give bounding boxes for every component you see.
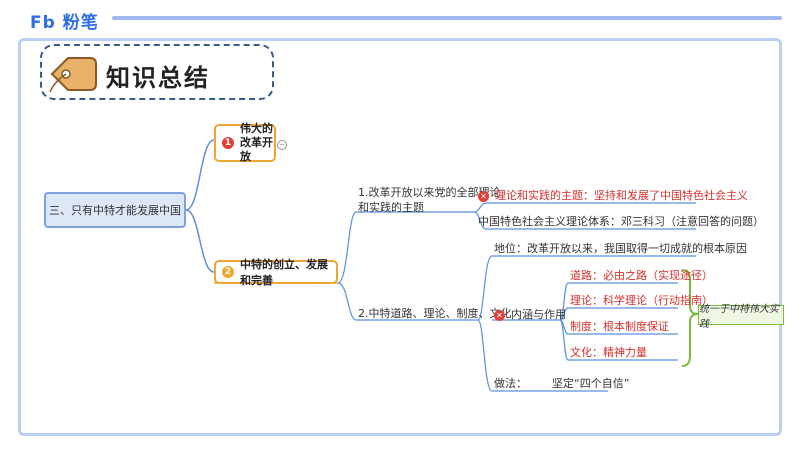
branch-reform-opening: 1 伟大的 改革开放 xyxy=(214,122,276,163)
branch-socialism-development: 2 中特的创立、发展和完善 xyxy=(214,258,338,287)
summary-callout: 统一于中特伟大实践 xyxy=(698,304,784,330)
page-title: 知识总结 xyxy=(106,64,210,92)
root-label: 三、只有中特才能发展中国 xyxy=(49,204,181,217)
tag-icon xyxy=(49,57,97,93)
subtopic-theme: 1.改革开放以来党的全部理论 和实践的主题 xyxy=(358,186,501,214)
theme-item-1-text: 理论和实践的主题：坚持和发展了中国特色社会主义 xyxy=(495,189,748,202)
number-badge: 2 xyxy=(222,266,234,278)
theme-item-1: ✕ 理论和实践的主题：坚持和发展了中国特色社会主义 xyxy=(478,188,748,203)
content-item-system: 制度：根本制度保证 xyxy=(570,320,669,333)
summary-text: 统一于中特伟大实践 xyxy=(699,304,779,330)
number-badge: 1 xyxy=(222,137,234,149)
content-function-label: ✕ 内涵与作用 xyxy=(494,307,566,322)
position-item: 地位：改革开放以来，我国取得一切成就的根本原因 xyxy=(494,242,747,255)
brand-logo: Fb 粉笔 xyxy=(30,13,99,33)
content-function-text: 内涵与作用 xyxy=(511,308,566,321)
method-label: 做法： xyxy=(494,377,527,390)
branch1-label: 伟大的 改革开放 xyxy=(240,122,273,163)
mindmap-root: 三、只有中特才能发展中国 xyxy=(44,192,186,228)
collapse-toggle-icon[interactable]: − xyxy=(277,140,287,150)
theme-item-2: 中国特色社会主义理论体系：邓三科习（注意回答的问题） xyxy=(478,215,764,228)
content-item-theory: 理论：科学理论（行动指南） xyxy=(570,294,713,307)
content-item-culture: 文化：精神力量 xyxy=(570,346,647,359)
method-item: 做法： 坚定“四个自信” xyxy=(494,376,629,391)
subtopic-path-theory: 2.中特道路、理论、制度、文化 xyxy=(358,307,512,320)
branch2-label: 中特的创立、发展和完善 xyxy=(240,258,328,287)
header-bar xyxy=(112,16,782,20)
content-frame xyxy=(18,38,782,436)
marker-icon: ✕ xyxy=(478,190,489,202)
marker-icon: ✕ xyxy=(494,309,505,321)
method-value: 坚定“四个自信” xyxy=(552,377,630,390)
content-item-path: 道路：必由之路（实现途径） xyxy=(570,269,713,282)
